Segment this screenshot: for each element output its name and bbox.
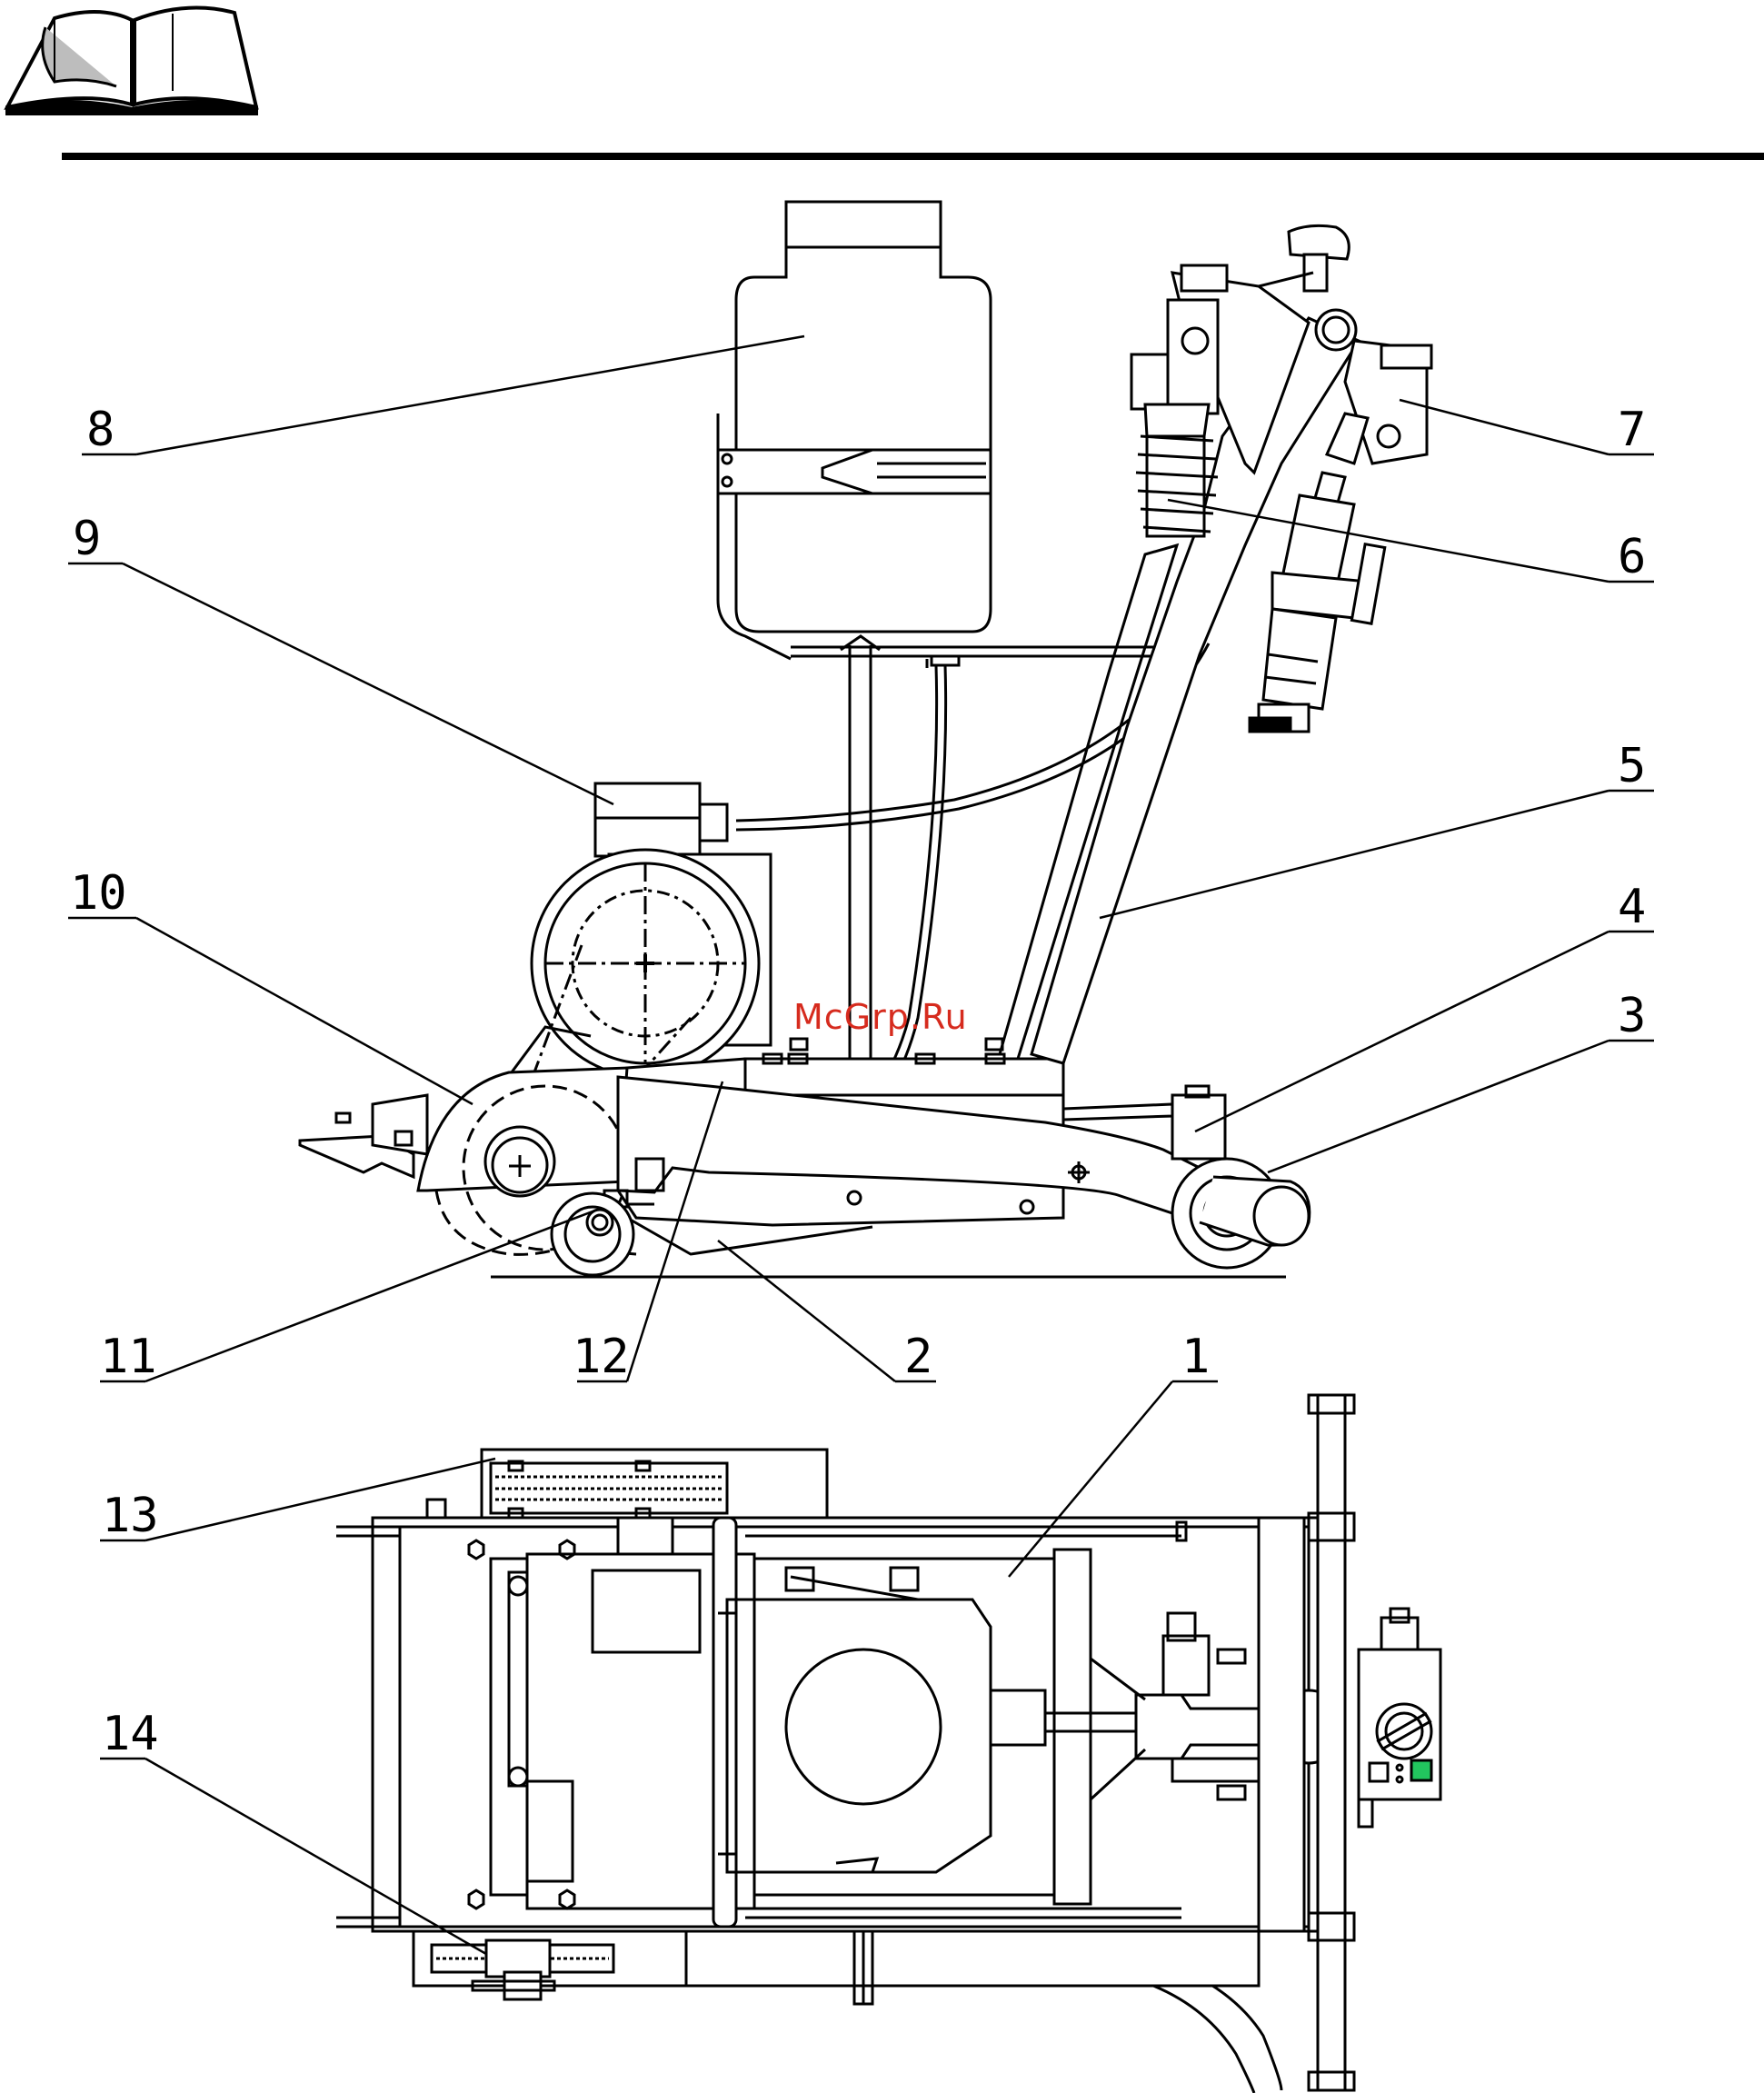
- wheel-bracket: [414, 1931, 1259, 2004]
- callout-9: 9: [73, 512, 101, 566]
- switch-box: [595, 783, 727, 856]
- front-wheel: [552, 1193, 633, 1275]
- control-panel-top: [1359, 1609, 1440, 1827]
- rear-wheel: [1172, 1159, 1310, 1268]
- callout-12: 12: [573, 1330, 630, 1384]
- callout-11: 11: [100, 1330, 157, 1384]
- callout-13: 13: [102, 1489, 159, 1543]
- callout-1: 1: [1181, 1330, 1210, 1384]
- callout-6: 6: [1618, 530, 1646, 584]
- callout-10: 10: [70, 866, 127, 921]
- side-view: [300, 202, 1431, 1277]
- callout-5: 5: [1618, 739, 1646, 793]
- front-pointer: [300, 1095, 427, 1177]
- chassis: [582, 1039, 1272, 1254]
- callout-2: 2: [904, 1330, 932, 1384]
- callout-8: 8: [86, 403, 115, 457]
- callout-3: 3: [1618, 989, 1646, 1043]
- power-indicator: [1411, 1760, 1431, 1780]
- watermark-text: McGrp.Ru: [793, 997, 968, 1037]
- callout-7: 7: [1618, 403, 1646, 457]
- callout-14: 14: [102, 1707, 159, 1761]
- open-book-icon: [7, 8, 256, 114]
- motor: [498, 850, 771, 1091]
- top-view: [336, 1395, 1440, 2093]
- callout-4: 4: [1618, 880, 1646, 934]
- water-tank: [718, 202, 991, 659]
